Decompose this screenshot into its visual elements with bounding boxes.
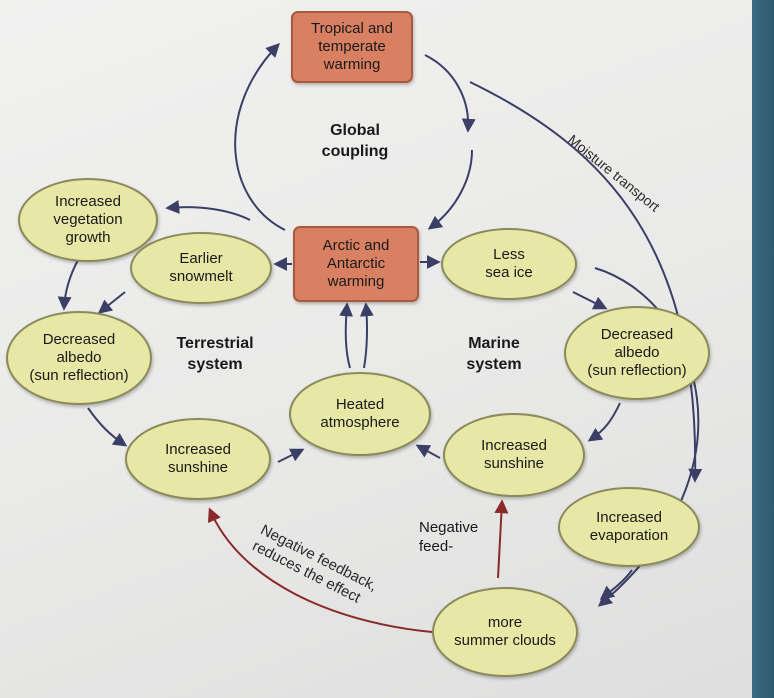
arrow-polar-to-tropical [234, 42, 286, 231]
arrow-vegetation-to-albedo [57, 259, 79, 311]
arrow-tropical-down-1 [424, 54, 476, 133]
terrestrial-albedo-oval: Decreased albedo (sun reflection) [6, 311, 152, 405]
global-coupling-label: Global coupling [321, 122, 389, 160]
arrow-albedo-to-msunshine [587, 402, 621, 442]
terrestrial-sunshine-oval: Increased sunshine [125, 418, 271, 500]
arrow-albedo-to-sunshine [87, 407, 128, 447]
arrow-sunshine-to-atmos [277, 448, 305, 463]
less-sea-ice-oval: Less sea ice [441, 228, 577, 300]
arrow-atmos-to-polar-1 [339, 302, 354, 369]
marine-sunshine-oval: Increased sunshine [443, 413, 585, 497]
page-edge [752, 0, 774, 698]
marine-albedo-oval: Decreased albedo (sun reflection) [564, 306, 710, 400]
polar-warming-box: Arctic and Antarctic warming [293, 226, 419, 302]
arrow-snowmelt-to-albedo [97, 291, 126, 314]
arrow-moisture-to-evaporation [469, 81, 703, 483]
terrestrial-system-label: Terrestrial system [176, 335, 254, 373]
arrow-clouds-to-msunshine [494, 499, 509, 579]
arrow-seaice-to-albedo [572, 291, 608, 310]
heated-atmosphere-oval: Heated atmosphere [289, 372, 431, 456]
vegetation-growth-oval: Increased vegetation growth [18, 178, 158, 262]
negative-feed-label: Negative feed- [419, 519, 479, 555]
tropical-warming-box: Tropical and temperate warming [291, 11, 413, 83]
summer-clouds-oval: more summer clouds [432, 587, 578, 677]
arrow-evaporation-to-clouds [599, 569, 633, 600]
arrow-msunshine-to-atmos [415, 444, 441, 459]
arrow-atmos-to-polar-2 [359, 302, 374, 369]
earlier-snowmelt-oval: Earlier snowmelt [130, 232, 272, 304]
marine-system-label: Marine system [466, 335, 522, 373]
arrow-polar-to-vegetation [165, 199, 251, 221]
arrow-negative-feedback [207, 507, 433, 633]
arrow-tropical-down-2 [427, 149, 473, 230]
increased-evaporation-oval: Increased evaporation [558, 487, 700, 567]
